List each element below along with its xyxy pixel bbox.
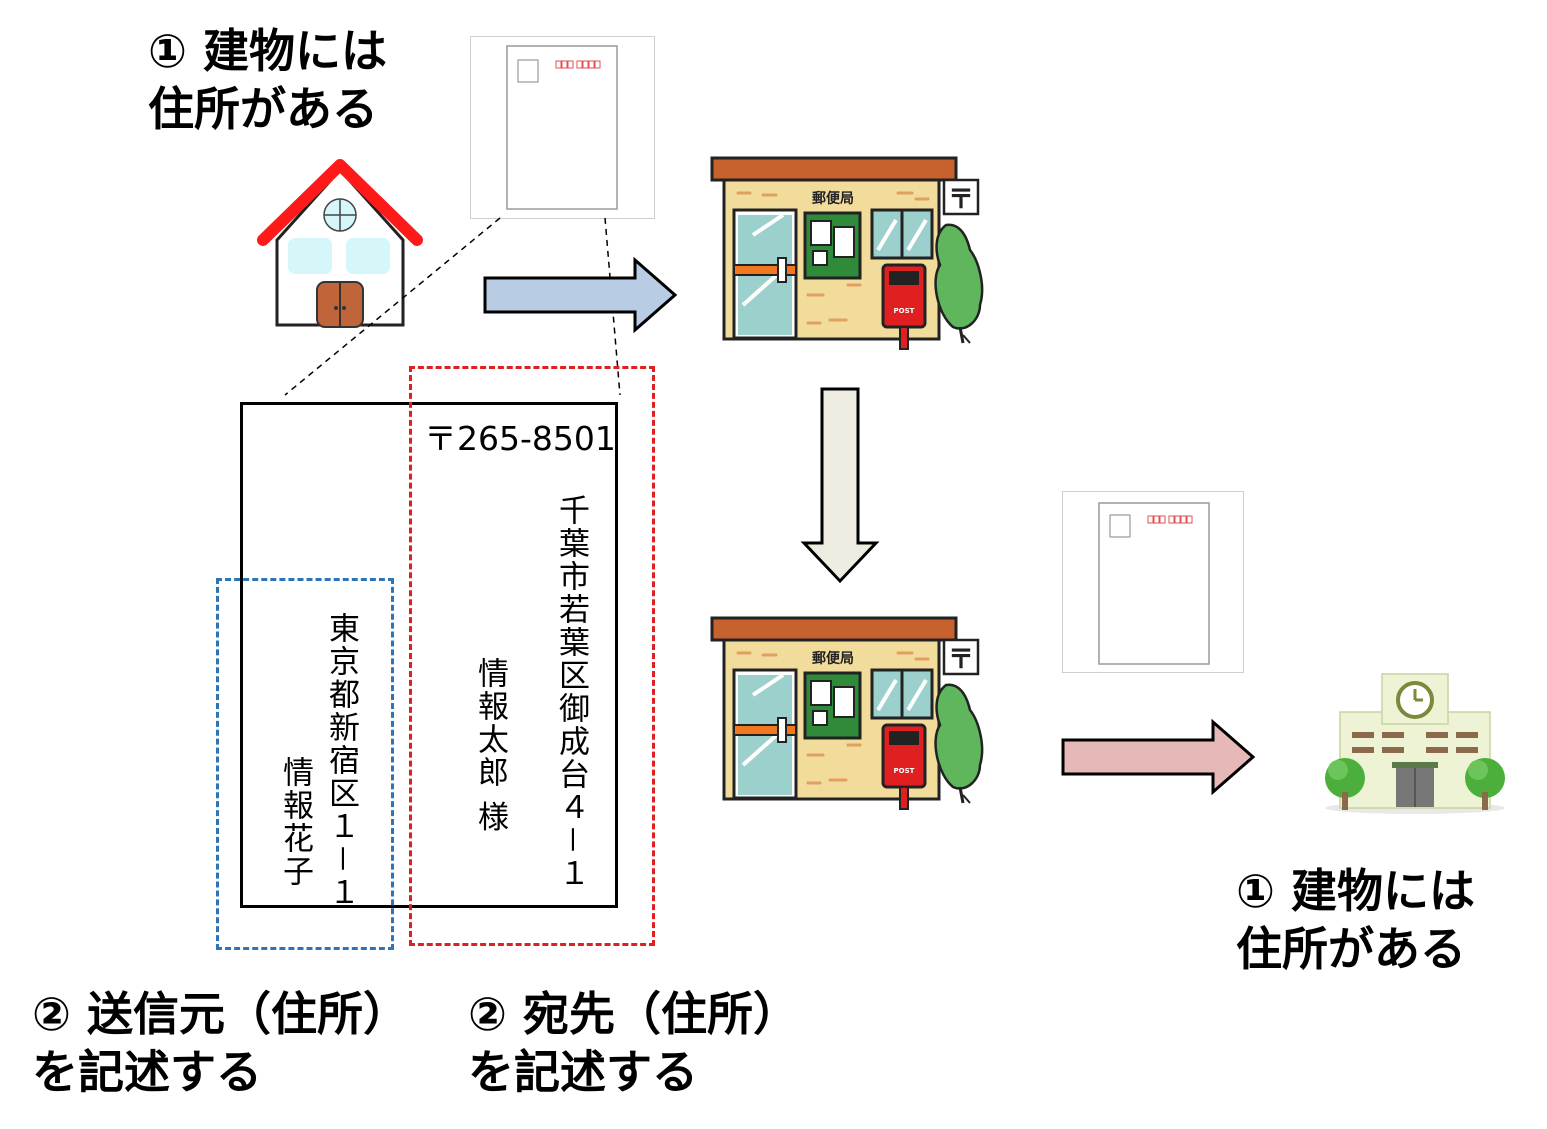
caption-line-1: ① 建物には <box>1236 864 1475 918</box>
recipient-name: 情報太郎 様 <box>472 657 508 834</box>
postcard-icon <box>470 36 655 219</box>
caption-line-2: を記述する <box>468 1045 698 1099</box>
caption-building-address-top: ① 建物には 住所がある <box>148 22 387 138</box>
post-office-sign: 郵便局 <box>812 650 854 667</box>
sender-name: 情報花子 <box>277 756 313 888</box>
postal-mark: 〒 <box>948 645 974 675</box>
sender-address: 東京都新宿区１－１ <box>323 612 359 909</box>
post-office-icon-2: 郵便局 POST 〒 <box>710 616 984 810</box>
post-office-icon: 郵便局 POST 〒 <box>710 156 984 350</box>
caption-line-1: ② 宛先（住所） <box>468 987 799 1041</box>
caption-line-2: 住所がある <box>1236 922 1466 976</box>
house-icon <box>257 159 423 328</box>
post-box-label: POST <box>894 767 915 775</box>
tree-icon <box>934 223 984 344</box>
postal-code: 〒265-8501 <box>424 419 616 458</box>
caption-line-1: ① 建物には <box>148 24 387 78</box>
caption-line-2: 住所がある <box>148 82 378 136</box>
tree-icon <box>1325 758 1365 810</box>
postcard-icon-2 <box>1062 491 1244 673</box>
tree-icon <box>1465 758 1505 810</box>
post-box-label: POST <box>894 307 915 315</box>
post-office-sign: 郵便局 <box>812 190 854 207</box>
tree-icon <box>934 683 984 804</box>
postal-mark: 〒 <box>948 185 974 215</box>
caption-line-2: を記述する <box>32 1045 262 1099</box>
caption-line-1: ② 送信元（住所） <box>32 987 409 1041</box>
recipient-address: 千葉市若葉区御成台４－１ <box>553 494 589 890</box>
caption-recipient: ② 宛先（住所） を記述する <box>468 985 799 1101</box>
caption-sender: ② 送信元（住所） を記述する <box>32 985 409 1101</box>
arrow-down-grey <box>800 387 880 584</box>
envelope <box>240 402 618 908</box>
caption-building-address-bottom: ① 建物には 住所がある <box>1236 862 1475 978</box>
school-building-icon <box>1325 673 1505 814</box>
sender-highlight-box <box>216 578 394 950</box>
arrow-right-blue <box>483 256 678 334</box>
arrow-right-pink <box>1061 718 1256 796</box>
recipient-highlight-box <box>409 366 655 946</box>
